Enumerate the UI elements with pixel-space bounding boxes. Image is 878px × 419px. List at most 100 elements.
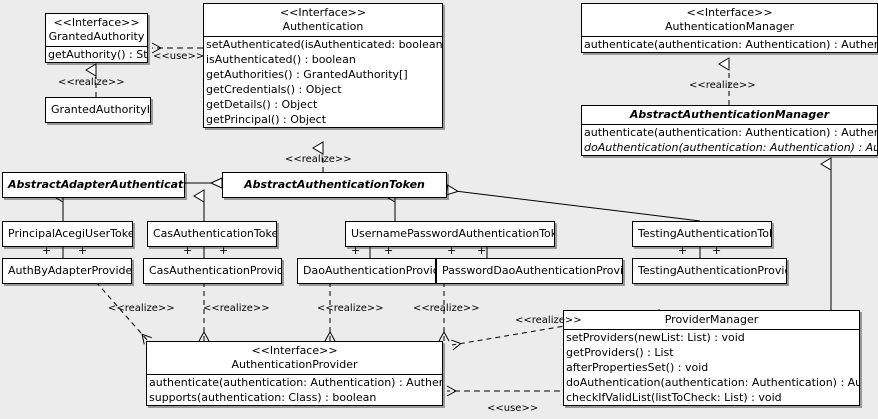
stereotype-label: <<Interface>> xyxy=(53,16,140,29)
class-name: TestingAuthenticationToken xyxy=(638,227,771,240)
class-name: AuthByAdapterProvider xyxy=(8,264,132,277)
class-name: AbstractAuthenticationToken xyxy=(244,178,425,191)
class-header: <<Interface>> AuthenticationManager xyxy=(582,4,877,36)
class-header: AbstractAuthenticationToken xyxy=(223,173,446,197)
class-header: GrantedAuthorityImpl xyxy=(46,98,150,122)
class-header: <<Interface>> GrantedAuthority xyxy=(46,14,147,46)
class-name: CasAuthenticationProvider xyxy=(149,264,282,277)
class-name: AuthenticationManager xyxy=(665,20,794,33)
edge-label-realize-dao-provider: <<realize>> xyxy=(317,303,384,314)
operation: getPrincipal() : Object xyxy=(206,113,327,126)
class-principal-acegi-user-token[interactable]: PrincipalAcegiUserToken xyxy=(2,221,133,247)
class-name: AbstractAuthenticationManager xyxy=(629,108,830,121)
class-header: ProviderManager xyxy=(564,311,859,329)
class-testing-authentication-token[interactable]: TestingAuthenticationToken xyxy=(632,221,772,247)
class-header: AbstractAdapterAuthenticationToken xyxy=(3,173,184,197)
class-header: AbstractAuthenticationManager xyxy=(582,106,877,124)
class-authentication-provider[interactable]: <<Interface>> AuthenticationProvider aut… xyxy=(146,341,443,406)
class-header: DaoAuthenticationProvider xyxy=(298,259,435,283)
class-testing-authentication-provider[interactable]: TestingAuthenticationProvider xyxy=(632,258,787,284)
edge-label-use-provider-manager: <<use>> xyxy=(487,403,539,414)
operation: authenticate(authentication: Authenticat… xyxy=(584,126,877,139)
operations-compartment: authenticate(authentication: Authenticat… xyxy=(147,375,442,405)
association-marker-plus: + xyxy=(447,244,457,257)
class-header: PrincipalAcegiUserToken xyxy=(3,222,132,246)
stereotype-label: <<Interface>> xyxy=(279,6,367,19)
edge-label-realize-abstract-auth-manager: <<realize>> xyxy=(689,80,756,91)
association-marker-plus: + xyxy=(678,244,688,257)
compartment-divider xyxy=(582,124,877,125)
association-marker-plus: + xyxy=(219,244,229,257)
class-header: TestingAuthenticationToken xyxy=(633,222,771,246)
operation: setProviders(newList: List) : void xyxy=(566,331,745,344)
class-name: ProviderManager xyxy=(664,313,759,326)
class-header: TestingAuthenticationProvider xyxy=(633,259,786,283)
operations-compartment: getAuthority() : String xyxy=(46,47,147,62)
operations-compartment: setAuthenticated(isAuthenticated: boolea… xyxy=(204,37,442,127)
class-username-password-authentication-token[interactable]: UsernamePasswordAuthenticationToken xyxy=(345,221,555,247)
class-header: UsernamePasswordAuthenticationToken xyxy=(346,222,554,246)
edge-label-realize-granted-authority-impl: <<realize>> xyxy=(58,77,125,88)
class-name: PrincipalAcegiUserToken xyxy=(8,227,133,240)
compartment-divider xyxy=(564,329,859,330)
operation: authenticate(authentication: Authenticat… xyxy=(584,38,877,51)
operation: checkIfValidList(listToCheck: List) : vo… xyxy=(566,391,782,404)
class-granted-authority[interactable]: <<Interface>> GrantedAuthority getAuthor… xyxy=(45,13,148,63)
compartment-divider xyxy=(147,374,442,375)
class-granted-authority-impl[interactable]: GrantedAuthorityImpl xyxy=(45,97,151,123)
class-name: UsernamePasswordAuthenticationToken xyxy=(351,227,555,240)
class-name: PasswordDaoAuthenticationProvider xyxy=(442,264,623,277)
class-name: CasAuthenticationToken xyxy=(153,227,277,240)
compartment-divider xyxy=(582,36,877,37)
class-password-dao-authentication-provider[interactable]: PasswordDaoAuthenticationProvider xyxy=(436,258,623,284)
association-marker-plus: + xyxy=(183,244,193,257)
operation: getProviders() : List xyxy=(566,346,674,359)
class-cas-authentication-provider[interactable]: CasAuthenticationProvider xyxy=(143,258,282,284)
association-marker-plus: + xyxy=(78,244,88,257)
class-name: Authentication xyxy=(282,20,364,33)
class-cas-authentication-token[interactable]: CasAuthenticationToken xyxy=(147,221,277,247)
compartment-divider xyxy=(46,46,147,47)
association-marker-plus: + xyxy=(712,244,722,257)
operations-compartment: authenticate(authentication: Authenticat… xyxy=(582,37,877,52)
operation: getCredentials() : Object xyxy=(206,83,342,96)
class-abstract-authentication-manager[interactable]: AbstractAuthenticationManager authentica… xyxy=(581,105,878,156)
class-provider-manager[interactable]: ProviderManager setProviders(newList: Li… xyxy=(563,310,860,406)
operation: authenticate(authentication: Authenticat… xyxy=(149,376,442,389)
edge-label-realize-password-dao-provider: <<realize>> xyxy=(413,303,480,314)
class-header: <<Interface>> AuthenticationProvider xyxy=(147,342,442,374)
operation: isAuthenticated() : boolean xyxy=(206,53,356,66)
class-authentication[interactable]: <<Interface>> Authentication setAuthenti… xyxy=(203,3,443,128)
operation: setAuthenticated(isAuthenticated: boolea… xyxy=(206,38,442,51)
operation: getDetails() : Object xyxy=(206,98,318,111)
class-header: <<Interface>> Authentication xyxy=(204,4,442,36)
class-abstract-adapter-authentication-token[interactable]: AbstractAdapterAuthenticationToken xyxy=(2,172,185,198)
operation: afterPropertiesSet() : void xyxy=(566,361,709,374)
class-name: GrantedAuthorityImpl xyxy=(51,103,150,116)
edge-label-realize-abstract-auth-token: <<realize>> xyxy=(285,154,352,165)
class-abstract-authentication-token[interactable]: AbstractAuthenticationToken xyxy=(222,172,447,198)
edge-label-use-granted-authority: <<use>> xyxy=(153,51,205,62)
association-marker-plus: + xyxy=(384,244,394,257)
operation: doAuthentication(authentication: Authent… xyxy=(566,376,859,389)
association-marker-plus: + xyxy=(351,244,361,257)
stereotype-label: <<Interface>> xyxy=(686,6,773,19)
class-name: AuthenticationProvider xyxy=(231,358,358,371)
class-name: GrantedAuthority xyxy=(48,30,145,43)
class-name: TestingAuthenticationProvider xyxy=(638,264,787,277)
operation: supports(authentication: Class) : boolea… xyxy=(149,391,377,404)
edge-label-realize-auth-by-adapter: <<realize>> xyxy=(108,303,175,314)
edge-label-realize-cas-provider: <<realize>> xyxy=(203,303,270,314)
class-header: PasswordDaoAuthenticationProvider xyxy=(437,259,622,283)
class-header: CasAuthenticationProvider xyxy=(144,259,281,283)
association-marker-plus: + xyxy=(42,244,52,257)
compartment-divider xyxy=(204,36,442,37)
class-authentication-manager[interactable]: <<Interface>> AuthenticationManager auth… xyxy=(581,3,878,53)
class-name: AbstractAdapterAuthenticationToken xyxy=(8,178,184,191)
operations-compartment: authenticate(authentication: Authenticat… xyxy=(582,125,877,155)
class-auth-by-adapter-provider[interactable]: AuthByAdapterProvider xyxy=(2,258,132,284)
class-dao-authentication-provider[interactable]: DaoAuthenticationProvider xyxy=(297,258,436,284)
class-name: DaoAuthenticationProvider xyxy=(303,264,435,277)
class-header: CasAuthenticationToken xyxy=(148,222,276,246)
operation: getAuthorities() : GrantedAuthority[] xyxy=(206,68,408,81)
